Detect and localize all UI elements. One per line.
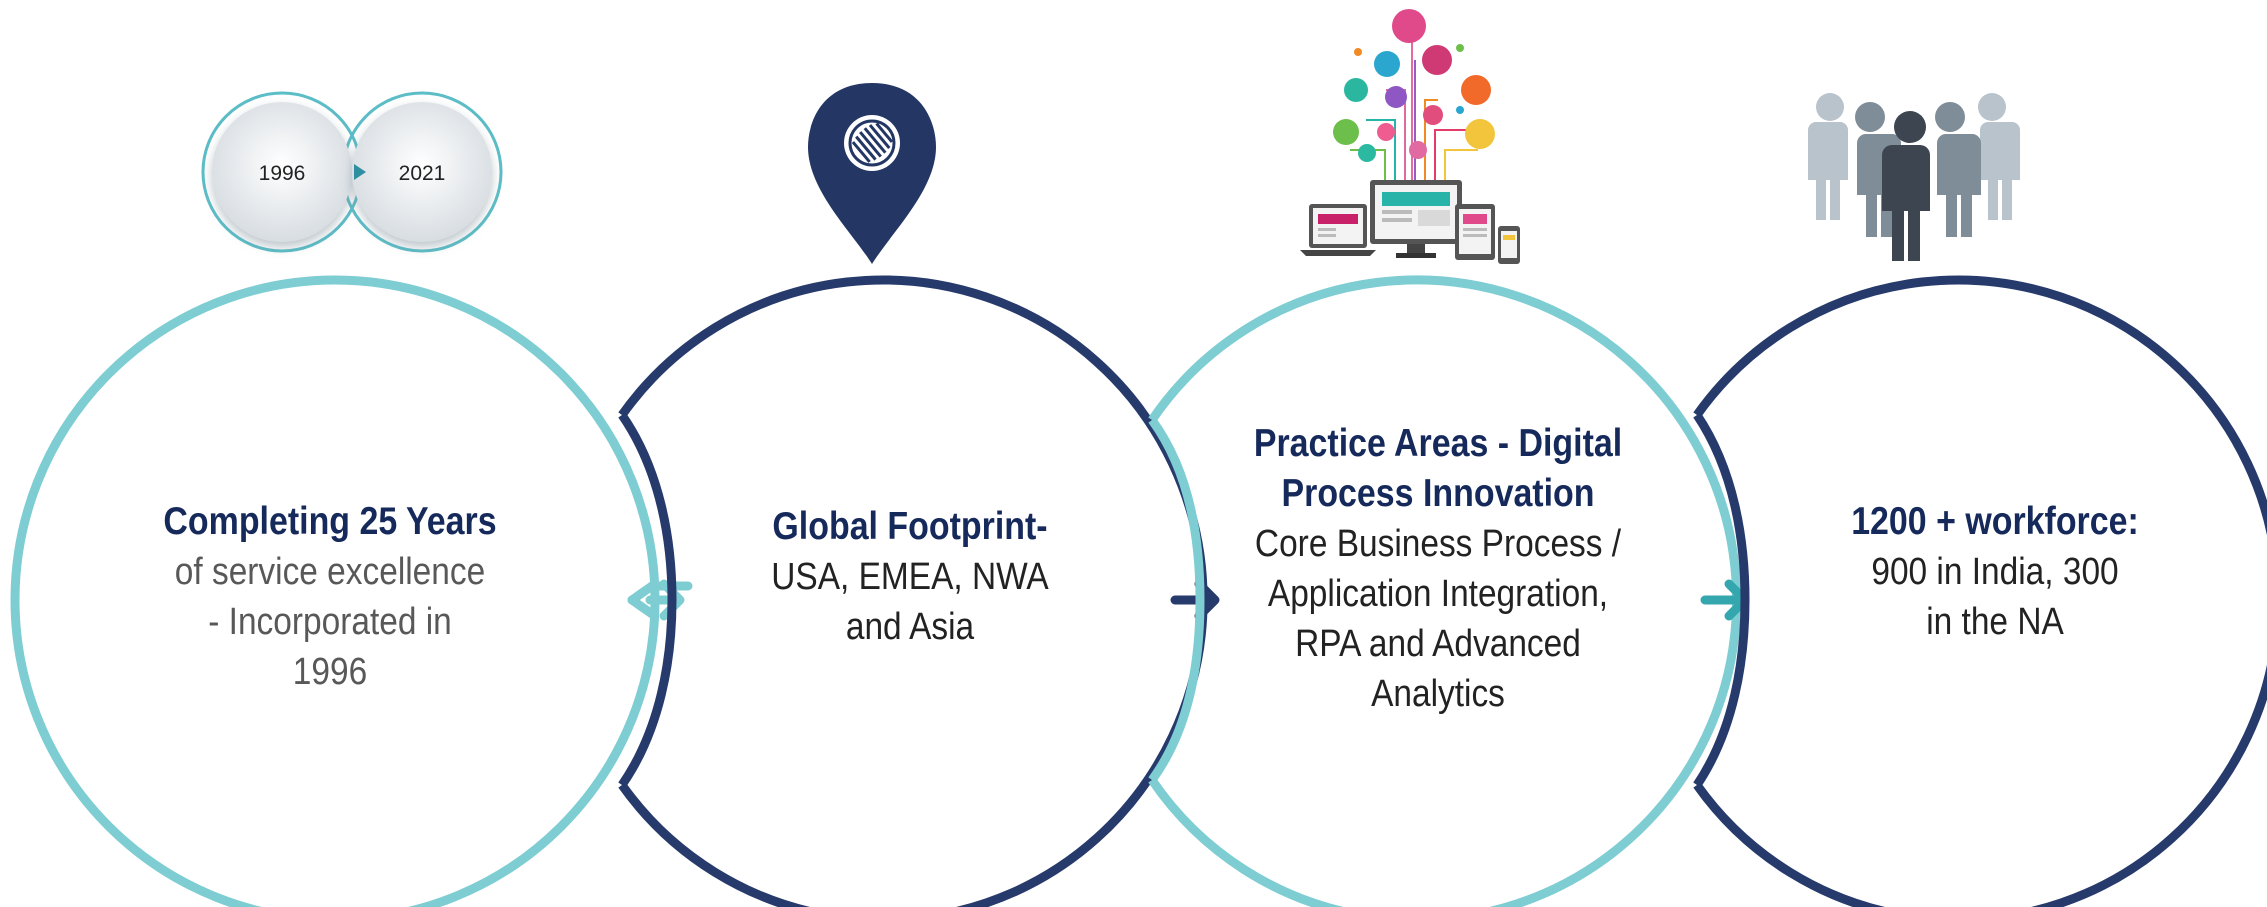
timeline-1996-2021-icon: 1996 2021	[201, 91, 503, 253]
step-3-title-line-1: Practice Areas - Digital	[1253, 422, 1623, 465]
step-2-title: Global Footprint-	[772, 505, 1048, 548]
step-3-title-line-2: Process Innovation	[1281, 472, 1595, 515]
step-3-line-4: Analytics	[1371, 673, 1505, 715]
step-4-line-1: 900 in India, 300	[1871, 551, 2119, 593]
step-1-line-3: 1996	[292, 651, 368, 693]
step-4-line-2: in the NA	[1926, 601, 2064, 643]
step-3-line-2: Application Integration,	[1267, 573, 1609, 615]
step-1-line-1: of service excellence	[174, 551, 486, 593]
step-2-line-1: USA, EMEA, NWA	[771, 556, 1049, 598]
workforce-people-icon	[1800, 93, 2020, 261]
step-4-text: 1200 + workforce: 900 in India, 300 in t…	[1795, 497, 2195, 647]
step-2-line-2: and Asia	[845, 606, 975, 648]
timeline-end-year: 2021	[399, 162, 446, 185]
digital-devices-icon	[1300, 9, 1520, 264]
step-1-text: Completing 25 Years of service excellenc…	[130, 497, 530, 697]
step-3-text: Practice Areas - Digital Process Innovat…	[1200, 419, 1676, 719]
timeline-start-year: 1996	[259, 162, 306, 185]
step-4-circle	[1693, 275, 2267, 907]
step-4-title: 1200 + workforce:	[1851, 500, 2139, 543]
step-3-line-3: RPA and Advanced	[1295, 623, 1581, 665]
step-2-text: Global Footprint- USA, EMEA, NWA and Asi…	[710, 502, 1110, 652]
step-1-line-2: - Incorporated in	[208, 601, 452, 643]
arrow-3-icon	[1700, 579, 1750, 621]
step-3-line-1: Core Business Process /	[1254, 523, 1622, 565]
location-pin-icon	[808, 83, 936, 264]
step-1-title: Completing 25 Years	[163, 500, 497, 543]
